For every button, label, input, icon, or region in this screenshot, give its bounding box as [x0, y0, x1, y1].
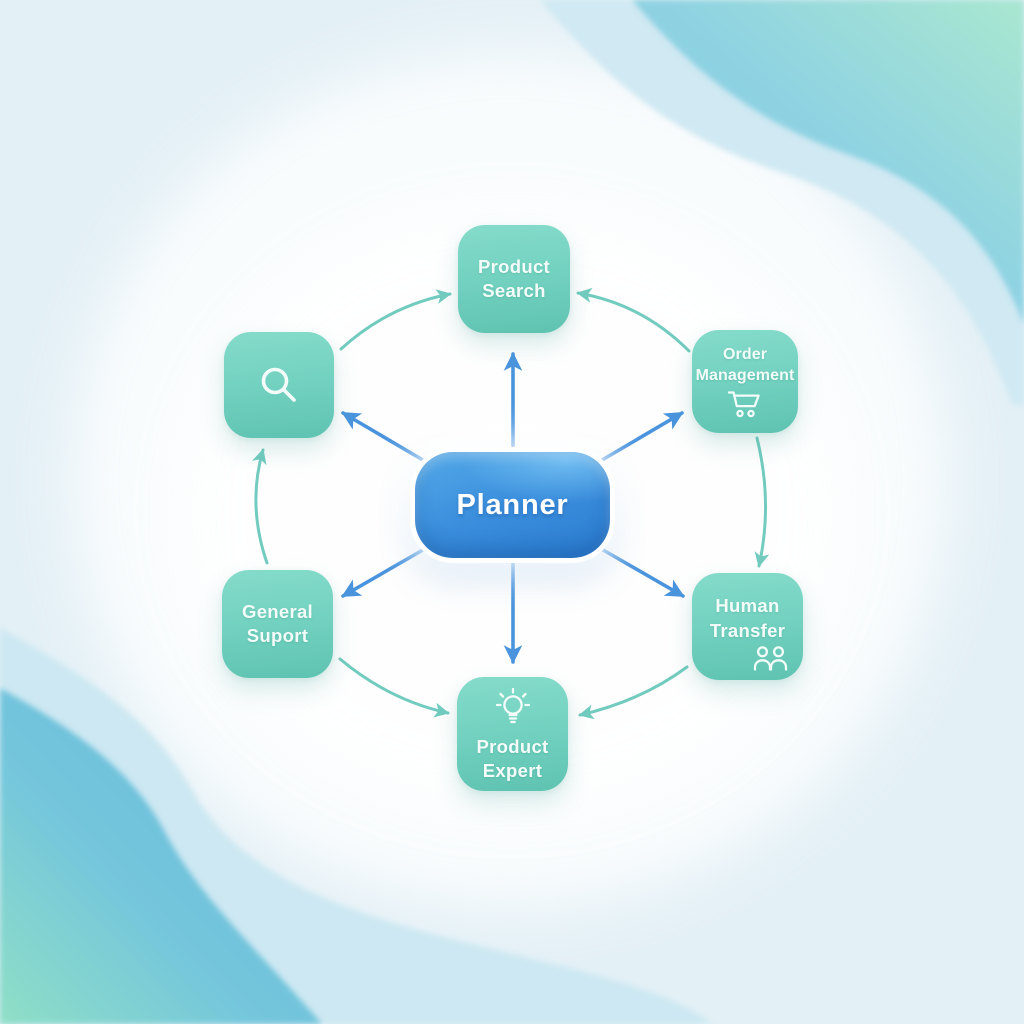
ring-arrow-search-tool-to-product-search [339, 289, 452, 351]
planner-label: Planner [456, 488, 569, 521]
spoke-arrow-planner-to-search-tool [341, 411, 430, 465]
search-icon [261, 367, 296, 402]
spoke-arrow-planner-to-general-support [341, 545, 430, 598]
people-icon [753, 646, 788, 671]
node-label: Order Management [695, 346, 795, 384]
ring-arrow-order-management-to-human-transfer [754, 436, 770, 568]
lightbulb-icon [495, 687, 530, 724]
ring-arrow-general-support-to-product-expert [338, 657, 450, 718]
node-order-management: Order Management [692, 330, 798, 433]
planner-hub: Planner [415, 452, 610, 558]
top-right-gradient-blob [632, 0, 1024, 325]
ring-arrow-order-management-to-product-search [576, 287, 691, 353]
bottom-left-gradient-blob [0, 688, 322, 1024]
node-product-expert: Product Expert [457, 677, 568, 791]
ring-arrow-human-transfer-to-product-expert [578, 665, 689, 720]
node-label: Product Search [478, 255, 550, 301]
spoke-arrow-planner-to-order-management [595, 411, 684, 465]
node-label: General Suport [242, 600, 313, 646]
spoke-arrows [341, 352, 685, 664]
ring-arrows [252, 287, 770, 720]
spoke-arrow-planner-to-human-transfer [596, 545, 685, 598]
cart-icon [727, 391, 760, 418]
node-general-support: General Suport [222, 570, 333, 678]
node-label: Human Transfer [709, 595, 786, 641]
node-human-transfer: Human Transfer [692, 573, 803, 680]
node-search-tool [224, 332, 334, 438]
ring-arrow-general-support-to-search-tool [252, 448, 269, 565]
node-label: Product Expert [476, 736, 549, 782]
node-product-search: Product Search [458, 225, 570, 333]
